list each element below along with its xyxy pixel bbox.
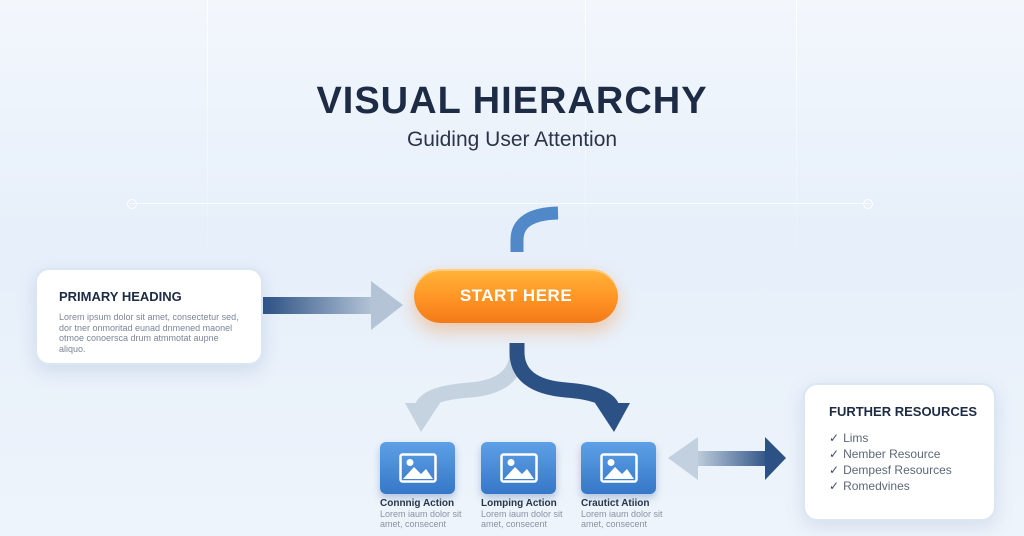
image-icon	[481, 442, 556, 494]
resources-list: ✓Lims ✓Nember Resource ✓Dempesf Resource…	[829, 430, 980, 494]
branch-left-arrow-icon	[405, 343, 525, 432]
checkmark-icon: ✓	[829, 463, 840, 477]
image-icon	[581, 442, 656, 494]
bidirectional-arrow-icon	[668, 437, 786, 480]
start-here-button[interactable]: START HERE	[414, 269, 618, 323]
grid-dot	[863, 199, 873, 209]
image-icon	[380, 442, 455, 494]
checkmark-icon: ✓	[829, 479, 840, 493]
action-description: Lorem iaum dolor sit amet, consecent	[380, 509, 462, 529]
arrow-right-icon	[263, 281, 403, 330]
branch-right-arrow-icon	[509, 343, 630, 432]
action-item[interactable]: Connnig Action Lorem iaum dolor sit amet…	[380, 442, 470, 529]
resources-heading: FURTHER RESOURCES	[829, 404, 978, 419]
grid-dot	[127, 199, 137, 209]
resource-item[interactable]: ✓Romedvines	[829, 478, 980, 494]
grid-line	[796, 0, 797, 280]
grid-line	[585, 0, 586, 280]
checkmark-icon: ✓	[829, 431, 840, 445]
action-item[interactable]: Crautict Atiion Lorem iaum dolor sit ame…	[581, 442, 671, 529]
action-description: Lorem iaum dolor sit amet, consecent	[481, 509, 563, 529]
top-hook-connector	[510, 206, 559, 252]
resource-label: Lims	[843, 431, 869, 445]
action-item[interactable]: Lomping Action Lorem iaum dolor sit amet…	[481, 442, 571, 529]
grid-line	[130, 203, 870, 204]
page-subtitle: Guiding User Attention	[406, 128, 618, 151]
action-label: Lomping Action	[481, 498, 557, 509]
action-description: Lorem iaum dolor sit amet, consecent	[581, 509, 663, 529]
page-title: VISUAL HIERARCHY	[316, 80, 708, 122]
further-resources-card: FURTHER RESOURCES ✓Lims ✓Nember Resource…	[803, 383, 996, 521]
resource-item[interactable]: ✓Nember Resource	[829, 446, 980, 462]
grid-line	[207, 0, 208, 280]
resource-item[interactable]: ✓Dempesf Resources	[829, 462, 980, 478]
resource-label: Romedvines	[843, 479, 910, 493]
resource-item[interactable]: ✓Lims	[829, 430, 980, 446]
primary-body-text: Lorem ipsum dolor sit amet, consectetur …	[59, 312, 239, 354]
resource-label: Nember Resource	[843, 447, 941, 461]
action-label: Crautict Atiion	[581, 498, 650, 509]
primary-card: PRIMARY HEADING Lorem ipsum dolor sit am…	[35, 268, 263, 365]
action-label: Connnig Action	[380, 498, 455, 509]
primary-heading: PRIMARY HEADING	[59, 289, 182, 304]
checkmark-icon: ✓	[829, 447, 840, 461]
resource-label: Dempesf Resources	[843, 463, 952, 477]
